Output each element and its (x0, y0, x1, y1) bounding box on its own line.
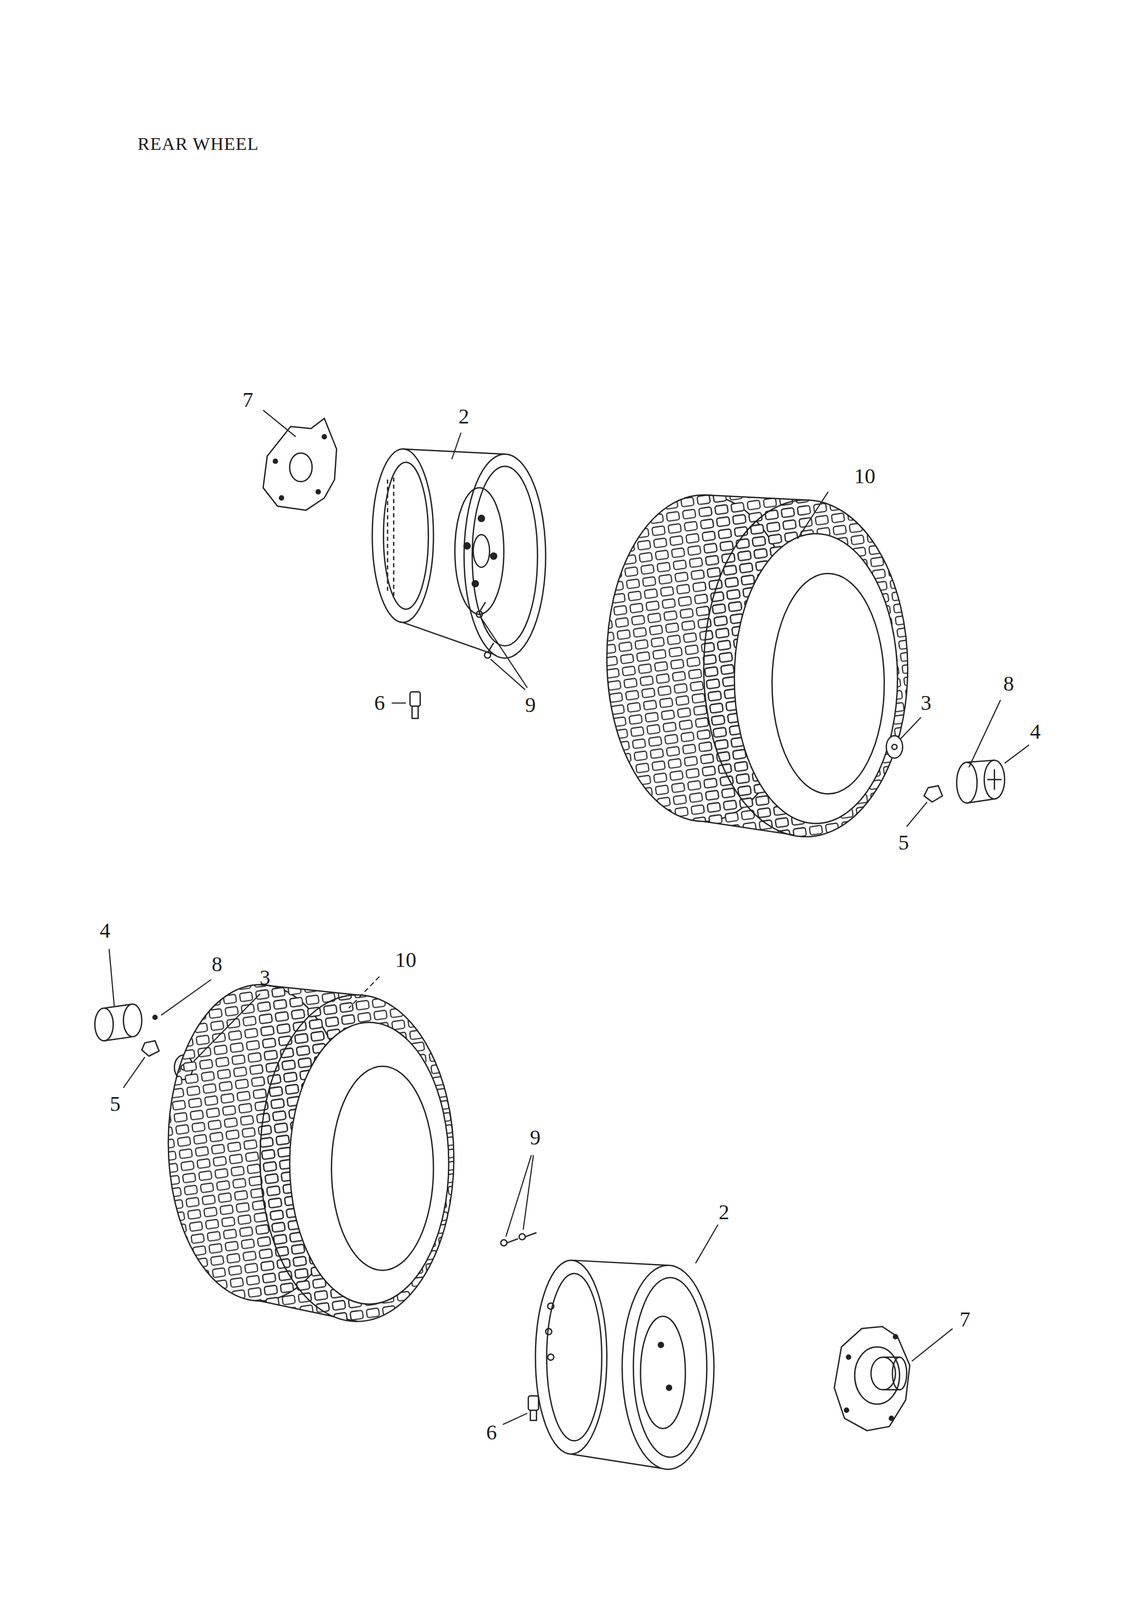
callout-number: 5 (107, 1091, 123, 1116)
diagram-title: REAR WHEEL (137, 134, 260, 154)
callout-number: 4 (97, 918, 113, 943)
callout-number: 6 (372, 690, 388, 715)
callout-number: 6 (484, 1420, 499, 1444)
callout-number: 5 (896, 830, 912, 855)
callout-number: 3 (257, 965, 273, 989)
callout-number: 2 (716, 1200, 732, 1224)
callout-number: 10 (392, 947, 419, 972)
callout-number: 10 (851, 464, 878, 488)
callout-number: 9 (527, 1125, 543, 1149)
callout-number: 7 (240, 388, 256, 412)
callout-number: 8 (1001, 671, 1017, 696)
callout-number: 9 (522, 693, 538, 717)
callout-number: 8 (209, 952, 225, 976)
callout-number: 7 (957, 1307, 973, 1331)
callout-number: 4 (1027, 719, 1043, 744)
callout-number: 2 (456, 404, 472, 429)
callout-number: 3 (918, 690, 934, 715)
